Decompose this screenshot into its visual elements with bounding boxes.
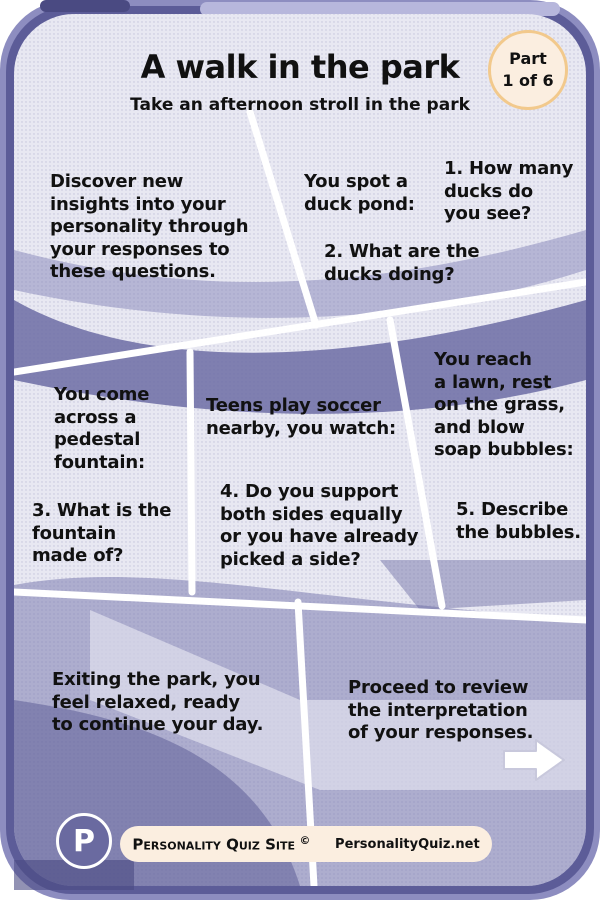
site-name-group: Personality Quiz Site © <box>132 834 310 853</box>
lawn-prompt: You reach a lawn, rest on the grass, and… <box>434 349 574 460</box>
page-title: A walk in the park <box>140 48 460 86</box>
question-3: 3. What is the fountain made of? <box>32 500 172 566</box>
copyright-mark: © <box>299 834 311 848</box>
logo-letter: P <box>73 823 95 859</box>
question-2: 2. What are the ducks doing? <box>324 241 480 285</box>
question-4: 4. Do you support both sides equally or … <box>220 481 419 570</box>
part-badge: Part 1 of 6 <box>488 30 568 110</box>
fountain-prompt: You come across a pedestal fountain: <box>54 384 150 473</box>
p-logo-icon[interactable]: P <box>56 813 112 869</box>
intro-text: Discover new insights into your personal… <box>50 171 249 282</box>
part-count: 1 of 6 <box>502 71 554 90</box>
soccer-prompt: Teens play soccer nearby, you watch: <box>206 395 397 439</box>
part-label: Part <box>509 49 547 68</box>
proceed-text[interactable]: Proceed to review the interpretation of … <box>348 677 534 743</box>
question-1: 1. How many ducks do you see? <box>444 158 574 224</box>
site-name: Personality Quiz Site <box>132 835 295 854</box>
pond-prompt: You spot a duck pond: <box>304 171 415 215</box>
question-5: 5. Describe the bubbles. <box>456 499 581 543</box>
right-arrow-icon[interactable] <box>502 738 566 782</box>
site-url[interactable]: PersonalityQuiz.net <box>335 836 480 852</box>
page-subtitle: Take an afternoon stroll in the park <box>130 95 470 115</box>
footer-banner: Personality Quiz Site © PersonalityQuiz.… <box>120 826 492 862</box>
exit-text: Exiting the park, you feel relaxed, read… <box>52 669 264 735</box>
